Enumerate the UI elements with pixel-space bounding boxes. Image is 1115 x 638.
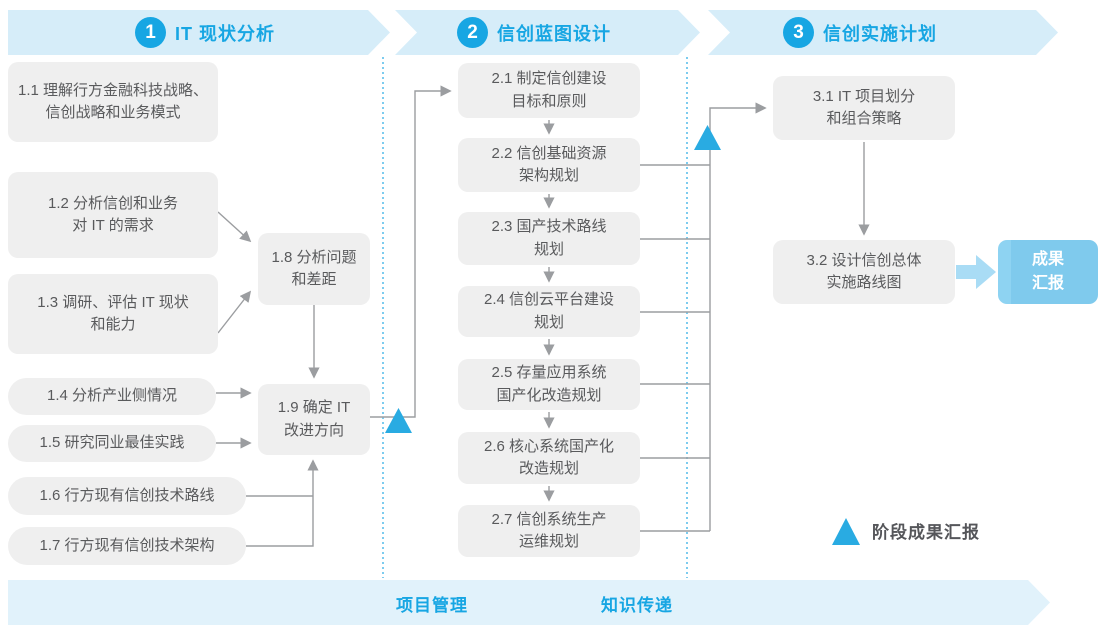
connector-1-2-to-1-8 (217, 211, 252, 243)
task-box-1-8: 1.8 分析问题 和差距 (258, 233, 370, 305)
task-box-1-6: 1.6 行方现有信创技术路线 (8, 477, 246, 515)
phase-1-number-badge: 1 (135, 17, 166, 48)
task-box-3-2: 3.2 设计信创总体 实施路线图 (773, 240, 955, 304)
task-box-2-5: 2.5 存量应用系统 国产化改造规划 (458, 359, 640, 410)
phase-3-banner: 3 信创实施计划 (708, 10, 1058, 55)
task-box-2-2: 2.2 信创基础资源 架构规划 (458, 138, 640, 192)
task-box-2-3: 2.3 国产技术路线 规划 (458, 212, 640, 265)
task-box-1-2: 1.2 分析信创和业务 对 IT 的需求 (8, 172, 218, 258)
legend-label: 阶段成果汇报 (872, 523, 980, 542)
task-box-3-1: 3.1 IT 项目划分 和组合策略 (773, 76, 955, 140)
result-report-box: 成果 汇报 (998, 240, 1098, 304)
connector-1-7-to-1-9 (246, 459, 319, 547)
phase-1-title: IT 现状分析 (175, 23, 275, 44)
phase-2-number-badge: 2 (457, 17, 488, 48)
task-box-1-1: 1.1 理解行方金融科技战略、 信创战略和业务模式 (8, 62, 218, 142)
phase-2-title: 信创蓝图设计 (497, 23, 611, 44)
stage-report-triangle-icon-phase1 (385, 408, 412, 433)
phase-3-title: 信创实施计划 (823, 23, 937, 44)
connector-1-3-to-1-8 (217, 290, 252, 334)
stage-report-triangle-icon-phase2 (694, 125, 721, 150)
task-box-2-1: 2.1 制定信创建设 目标和原则 (458, 63, 640, 118)
phase-3-number-badge: 3 (783, 17, 814, 48)
task-box-1-7: 1.7 行方现有信创技术架构 (8, 527, 246, 565)
task-box-2-7: 2.7 信创系统生产 运维规划 (458, 505, 640, 557)
task-box-2-6: 2.6 核心系统国产化 改造规划 (458, 432, 640, 484)
task-box-2-4: 2.4 信创云平台建设 规划 (458, 286, 640, 337)
task-box-1-5: 1.5 研究同业最佳实践 (8, 425, 216, 462)
bottom-label-knowledge-transfer: 知识传递 (601, 596, 673, 615)
legend-triangle-icon (832, 518, 860, 545)
task-box-1-9: 1.9 确定 IT 改进方向 (258, 384, 370, 455)
result-fat-arrow-icon (956, 255, 996, 289)
bottom-stream-banner (8, 580, 1050, 625)
phase-2-banner: 2 信创蓝图设计 (395, 10, 700, 55)
connector-bus-to-3-1 (709, 102, 767, 531)
bottom-label-project-management: 项目管理 (396, 596, 468, 615)
task-box-1-4: 1.4 分析产业侧情况 (8, 378, 216, 415)
connector-1-9-to-2-1 (370, 85, 452, 418)
phase-1-banner: 1 IT 现状分析 (8, 10, 390, 55)
task-box-1-3: 1.3 调研、评估 IT 现状 和能力 (8, 274, 218, 354)
